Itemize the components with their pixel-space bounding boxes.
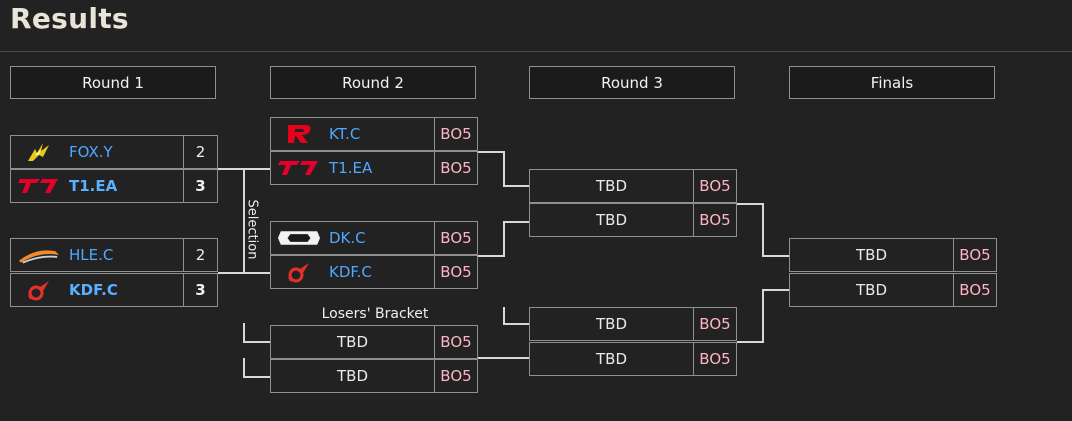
score-value: 2: [183, 239, 217, 271]
team-name: TBD: [595, 350, 627, 368]
bracket-connector: [243, 168, 270, 170]
page-title: Results: [10, 2, 129, 35]
round-3-header: Round 3: [529, 66, 735, 99]
bracket-connector: [218, 168, 244, 170]
match-row: TBD BO5: [789, 273, 997, 307]
match-row: TBD BO5: [529, 307, 737, 341]
bracket-connector: [243, 358, 245, 378]
team-name-link[interactable]: KDF.C: [69, 281, 118, 299]
t1-logo-icon: [17, 174, 61, 198]
team-name-link[interactable]: HLE.C: [69, 246, 114, 264]
bracket-connector: [243, 168, 245, 274]
bracket-connector: [243, 341, 270, 343]
bracket-connector: [243, 323, 245, 343]
bracket-connector: [503, 221, 505, 257]
finals-header: Finals: [789, 66, 995, 99]
team-name: TBD: [595, 177, 627, 195]
match-format: BO5: [434, 326, 477, 358]
selection-label: Selection: [234, 174, 270, 284]
match-row: TBD BO5: [270, 359, 478, 393]
round-1-header: Round 1: [10, 66, 216, 99]
match-row: TBD BO5: [529, 203, 737, 237]
match-row: T1.EA 3: [10, 169, 218, 203]
match-format: BO5: [434, 360, 477, 392]
team-name: TBD: [595, 315, 627, 333]
score-value: 2: [183, 136, 217, 168]
team-name: TBD: [855, 281, 887, 299]
match-row: TBD BO5: [529, 169, 737, 203]
bracket-connector: [503, 185, 529, 187]
match-row: TBD BO5: [789, 238, 997, 272]
round-2-header: Round 2: [270, 66, 476, 99]
losers-bracket-label: Losers' Bracket: [321, 306, 429, 322]
dk-logo-icon: [277, 226, 321, 250]
bracket-connector: [478, 151, 504, 153]
match-row: TBD BO5: [529, 342, 737, 376]
bracket-connector: [737, 341, 763, 343]
score-value: 3: [183, 274, 217, 306]
bracket-connector: [478, 255, 504, 257]
fox-logo-icon: [17, 140, 61, 164]
team-name-link[interactable]: DK.C: [329, 229, 366, 247]
match-row: TBD BO5: [270, 325, 478, 359]
kdf-logo-icon: [277, 260, 321, 284]
match-row: HLE.C 2: [10, 238, 218, 272]
match-format: BO5: [434, 152, 477, 184]
bracket-connector: [762, 255, 789, 257]
kdf-logo-icon: [17, 278, 61, 302]
selection-label-text: Selection: [244, 199, 260, 259]
kt-logo-icon: [277, 122, 321, 146]
title-divider: [0, 51, 1072, 52]
hle-logo-icon: [17, 243, 61, 267]
bracket-connector: [243, 376, 270, 378]
match-format: BO5: [693, 308, 736, 340]
team-name-link[interactable]: KT.C: [329, 125, 361, 143]
match-row: KT.C BO5: [270, 117, 478, 151]
match-format: BO5: [953, 274, 996, 306]
team-name: TBD: [336, 367, 368, 385]
match-row: FOX.Y 2: [10, 135, 218, 169]
team-name: TBD: [336, 333, 368, 351]
match-format: BO5: [434, 222, 477, 254]
bracket-connector: [762, 203, 764, 257]
match-row: DK.C BO5: [270, 221, 478, 255]
match-format: BO5: [693, 343, 736, 375]
bracket-connector: [503, 323, 529, 325]
team-name-link[interactable]: KDF.C: [329, 263, 372, 281]
bracket-connector: [503, 307, 505, 325]
bracket-connector: [503, 151, 505, 187]
team-name: TBD: [855, 246, 887, 264]
match-format: BO5: [434, 256, 477, 288]
bracket-connector: [737, 203, 763, 205]
bracket-connector: [243, 272, 270, 274]
bracket-connector: [762, 289, 789, 291]
score-value: 3: [183, 170, 217, 202]
match-format: BO5: [953, 239, 996, 271]
team-name-link[interactable]: T1.EA: [329, 159, 373, 177]
team-name-link[interactable]: FOX.Y: [69, 143, 113, 161]
match-format: BO5: [693, 204, 736, 236]
match-format: BO5: [693, 170, 736, 202]
bracket-connector: [503, 221, 529, 223]
bracket-connector: [218, 272, 244, 274]
match-row: KDF.C 3: [10, 273, 218, 307]
match-row: T1.EA BO5: [270, 151, 478, 185]
match-row: KDF.C BO5: [270, 255, 478, 289]
team-name-link[interactable]: T1.EA: [69, 177, 118, 195]
team-name: TBD: [595, 211, 627, 229]
bracket-connector: [762, 289, 764, 343]
bracket-connector: [478, 357, 529, 359]
match-format: BO5: [434, 118, 477, 150]
t1-logo-icon: [277, 156, 321, 180]
